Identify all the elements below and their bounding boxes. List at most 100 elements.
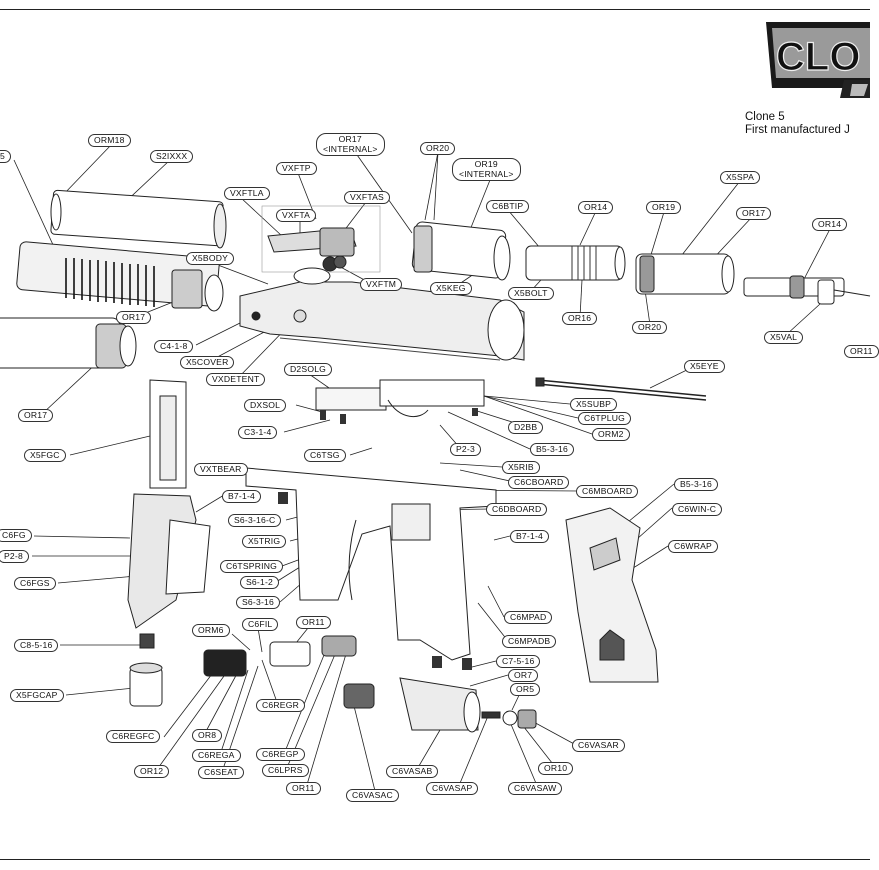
label-or17-b: OR17 [736, 207, 772, 220]
svg-text:CLO: CLO [776, 35, 860, 79]
label-x5keg: X5KEG [430, 282, 472, 295]
label-c6dboard: C6DBOARD [486, 503, 548, 516]
label-dxsol: DXSOL [244, 399, 287, 412]
label-orm6: ORM6 [192, 624, 230, 637]
marker-body [239, 267, 525, 361]
label-c6vasab: C6VASAB [386, 765, 439, 778]
label-x5trig: X5TRIG [242, 535, 287, 548]
label-or20-top: OR20 [420, 142, 456, 155]
small-screws [278, 408, 478, 670]
label-c6mpad: C6MPAD [504, 611, 553, 624]
label-c6vasac: C6VASAC [346, 789, 399, 802]
label-or14-a: OR14 [578, 201, 614, 214]
label-s6-3-16-c: S6-3-16-C [228, 514, 282, 527]
label-or10: OR10 [538, 762, 574, 775]
label-or11-b: OR11 [286, 782, 321, 795]
leader-lines [13, 143, 831, 796]
label-vxftas: VXFTAS [344, 191, 390, 204]
eye-cable [535, 377, 707, 401]
solenoid [315, 379, 485, 418]
label-x5fgc: X5FGC [24, 449, 66, 462]
label-vxdetent: VXDETENT [206, 373, 266, 386]
label-or20-b: OR20 [632, 321, 668, 334]
bolt [525, 245, 626, 281]
keg [411, 221, 511, 281]
label-or8: OR8 [192, 729, 223, 742]
label-c6win-c: C6WIN-C [672, 503, 723, 516]
label-or17-c: OR17 [116, 311, 152, 324]
label-c6cboard: C6CBOARD [508, 476, 570, 489]
label-d2bb: D2BB [508, 421, 544, 434]
label-or5: OR5 [510, 683, 541, 696]
label-c8-5-16: C8-5-16 [14, 639, 59, 652]
label-vxftla: VXFTLA [224, 187, 270, 200]
label-or19-b: OR19 [646, 201, 682, 214]
label-x5fgcap: X5FGCAP [10, 689, 64, 702]
clone-logo: CLO [766, 22, 870, 98]
label-c6regfc: C6REGFC [106, 730, 161, 743]
label-orm2: ORM2 [592, 428, 630, 441]
label-b5-3-16-a: B5-3-16 [530, 443, 574, 456]
label-c6vasar: C6VASAR [572, 739, 625, 752]
label-c6seat: C6SEAT [198, 766, 244, 779]
label-x5cover: X5COVER [180, 356, 235, 369]
label-c6fil: C6FIL [242, 618, 279, 631]
label-c6tplug: C6TPLUG [578, 412, 632, 425]
label-vxftp: VXFTP [276, 162, 317, 175]
label-text-line2: <INTERNAL> [323, 143, 378, 154]
label-c6vasaw: C6VASAW [508, 782, 563, 795]
label-or16: OR16 [562, 312, 598, 325]
label-c7-5-16: C7-5-16 [496, 655, 541, 668]
label-x5subp: X5SUBP [570, 398, 618, 411]
label-or12: OR12 [134, 765, 170, 778]
label-vxftm: VXFTM [360, 278, 403, 291]
vertical-asa [399, 677, 537, 733]
label-c6lprs: C6LPRS [262, 764, 309, 777]
label-b7-1-4-b: B7-1-4 [510, 530, 549, 543]
label-or11-a: OR11 [296, 616, 331, 629]
label-c6regp: C6REGP [256, 748, 305, 761]
label-or17-d: OR17 [18, 409, 54, 422]
label-c6btip: C6BTIP [486, 200, 530, 213]
top-border [0, 9, 870, 10]
regulator [203, 635, 375, 709]
label-or17-internal: OR17<INTERNAL> [316, 133, 385, 156]
label-or14-b: OR14 [812, 218, 848, 231]
label-or11-right: OR11 [844, 345, 879, 358]
label-c6wrap: C6WRAP [668, 540, 718, 553]
label-c6tspring: C6TSPRING [220, 560, 283, 573]
label-c6regr: C6REGR [256, 699, 306, 712]
label-c3-1-4: C3-1-4 [238, 426, 278, 439]
label-b7-1-4-a: B7-1-4 [222, 490, 261, 503]
model-name: Clone 5 [745, 111, 785, 123]
label-s2ixxx: S2IXXX [150, 150, 194, 163]
label-x5spa: X5SPA [720, 171, 761, 184]
label-c6rega: C6REGA [192, 749, 241, 762]
label-d2solg: D2SOLG [284, 363, 333, 376]
label-s6-1-2: S6-1-2 [240, 576, 279, 589]
label-b5-3-16-b: B5-3-16 [674, 478, 718, 491]
diagram-header: Clone 5 First manufactured J [745, 111, 850, 137]
label-c6mboard: C6MBOARD [576, 485, 639, 498]
label-orm18: ORM18 [88, 134, 131, 147]
label-x5rib: X5RIB [502, 461, 540, 474]
label-c6fg: C6FG [0, 529, 32, 542]
label-p2-8: P2-8 [0, 550, 29, 563]
label-or19-internal: OR19<INTERNAL> [452, 158, 521, 181]
label-text-line2: <INTERNAL> [459, 168, 514, 179]
trigger-frame [245, 467, 497, 661]
label-text-line1: OR17 [338, 134, 362, 144]
foregrip-frame [149, 379, 187, 489]
barrel-back [16, 241, 224, 312]
label-x5body: X5BODY [186, 252, 235, 265]
barrel-back-lower [0, 317, 137, 369]
label-c6vasap: C6VASAP [426, 782, 479, 795]
label-or7: OR7 [508, 669, 539, 682]
feed-assembly [261, 205, 381, 273]
manufacture-note: First manufactured J [745, 124, 850, 136]
grip-wrap [565, 507, 659, 683]
label-p2-3: P2-3 [450, 443, 481, 456]
label-x5val: X5VAL [764, 331, 804, 344]
